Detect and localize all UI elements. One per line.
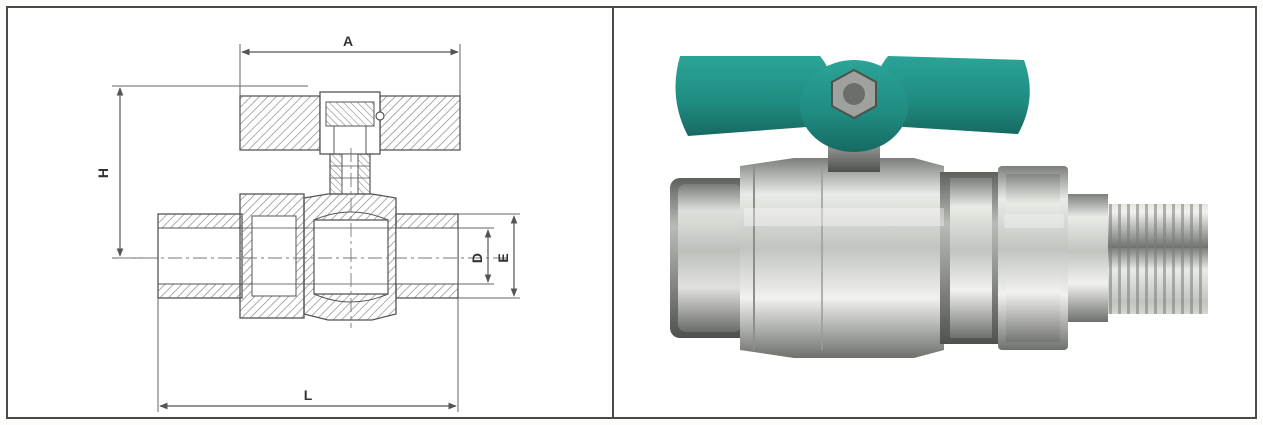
product-photo-panel (614, 8, 1255, 417)
technical-drawing-panel: A H (8, 8, 614, 417)
ball-valve-photo (670, 56, 1208, 358)
product-frame: A H (6, 6, 1257, 419)
dimension-label-a: A (343, 33, 353, 49)
valve-body-section (118, 148, 508, 328)
valve-section-drawing: A H (95, 33, 520, 412)
male-end-shoulder (1068, 194, 1108, 322)
male-threaded-end (1108, 204, 1208, 314)
valve-body (740, 158, 944, 358)
stem-section (329, 153, 371, 195)
dimension-label-l: L (304, 387, 313, 403)
dimension-e: E (458, 213, 520, 299)
dimension-d: D (458, 227, 494, 285)
dimension-a: A (239, 33, 461, 98)
dimension-label-h: H (95, 168, 111, 178)
butterfly-handle (675, 56, 1030, 152)
dimension-label-d: D (469, 253, 485, 263)
dimension-label-e: E (495, 253, 511, 262)
handle-section (239, 91, 461, 155)
dimension-l: L (157, 298, 459, 412)
